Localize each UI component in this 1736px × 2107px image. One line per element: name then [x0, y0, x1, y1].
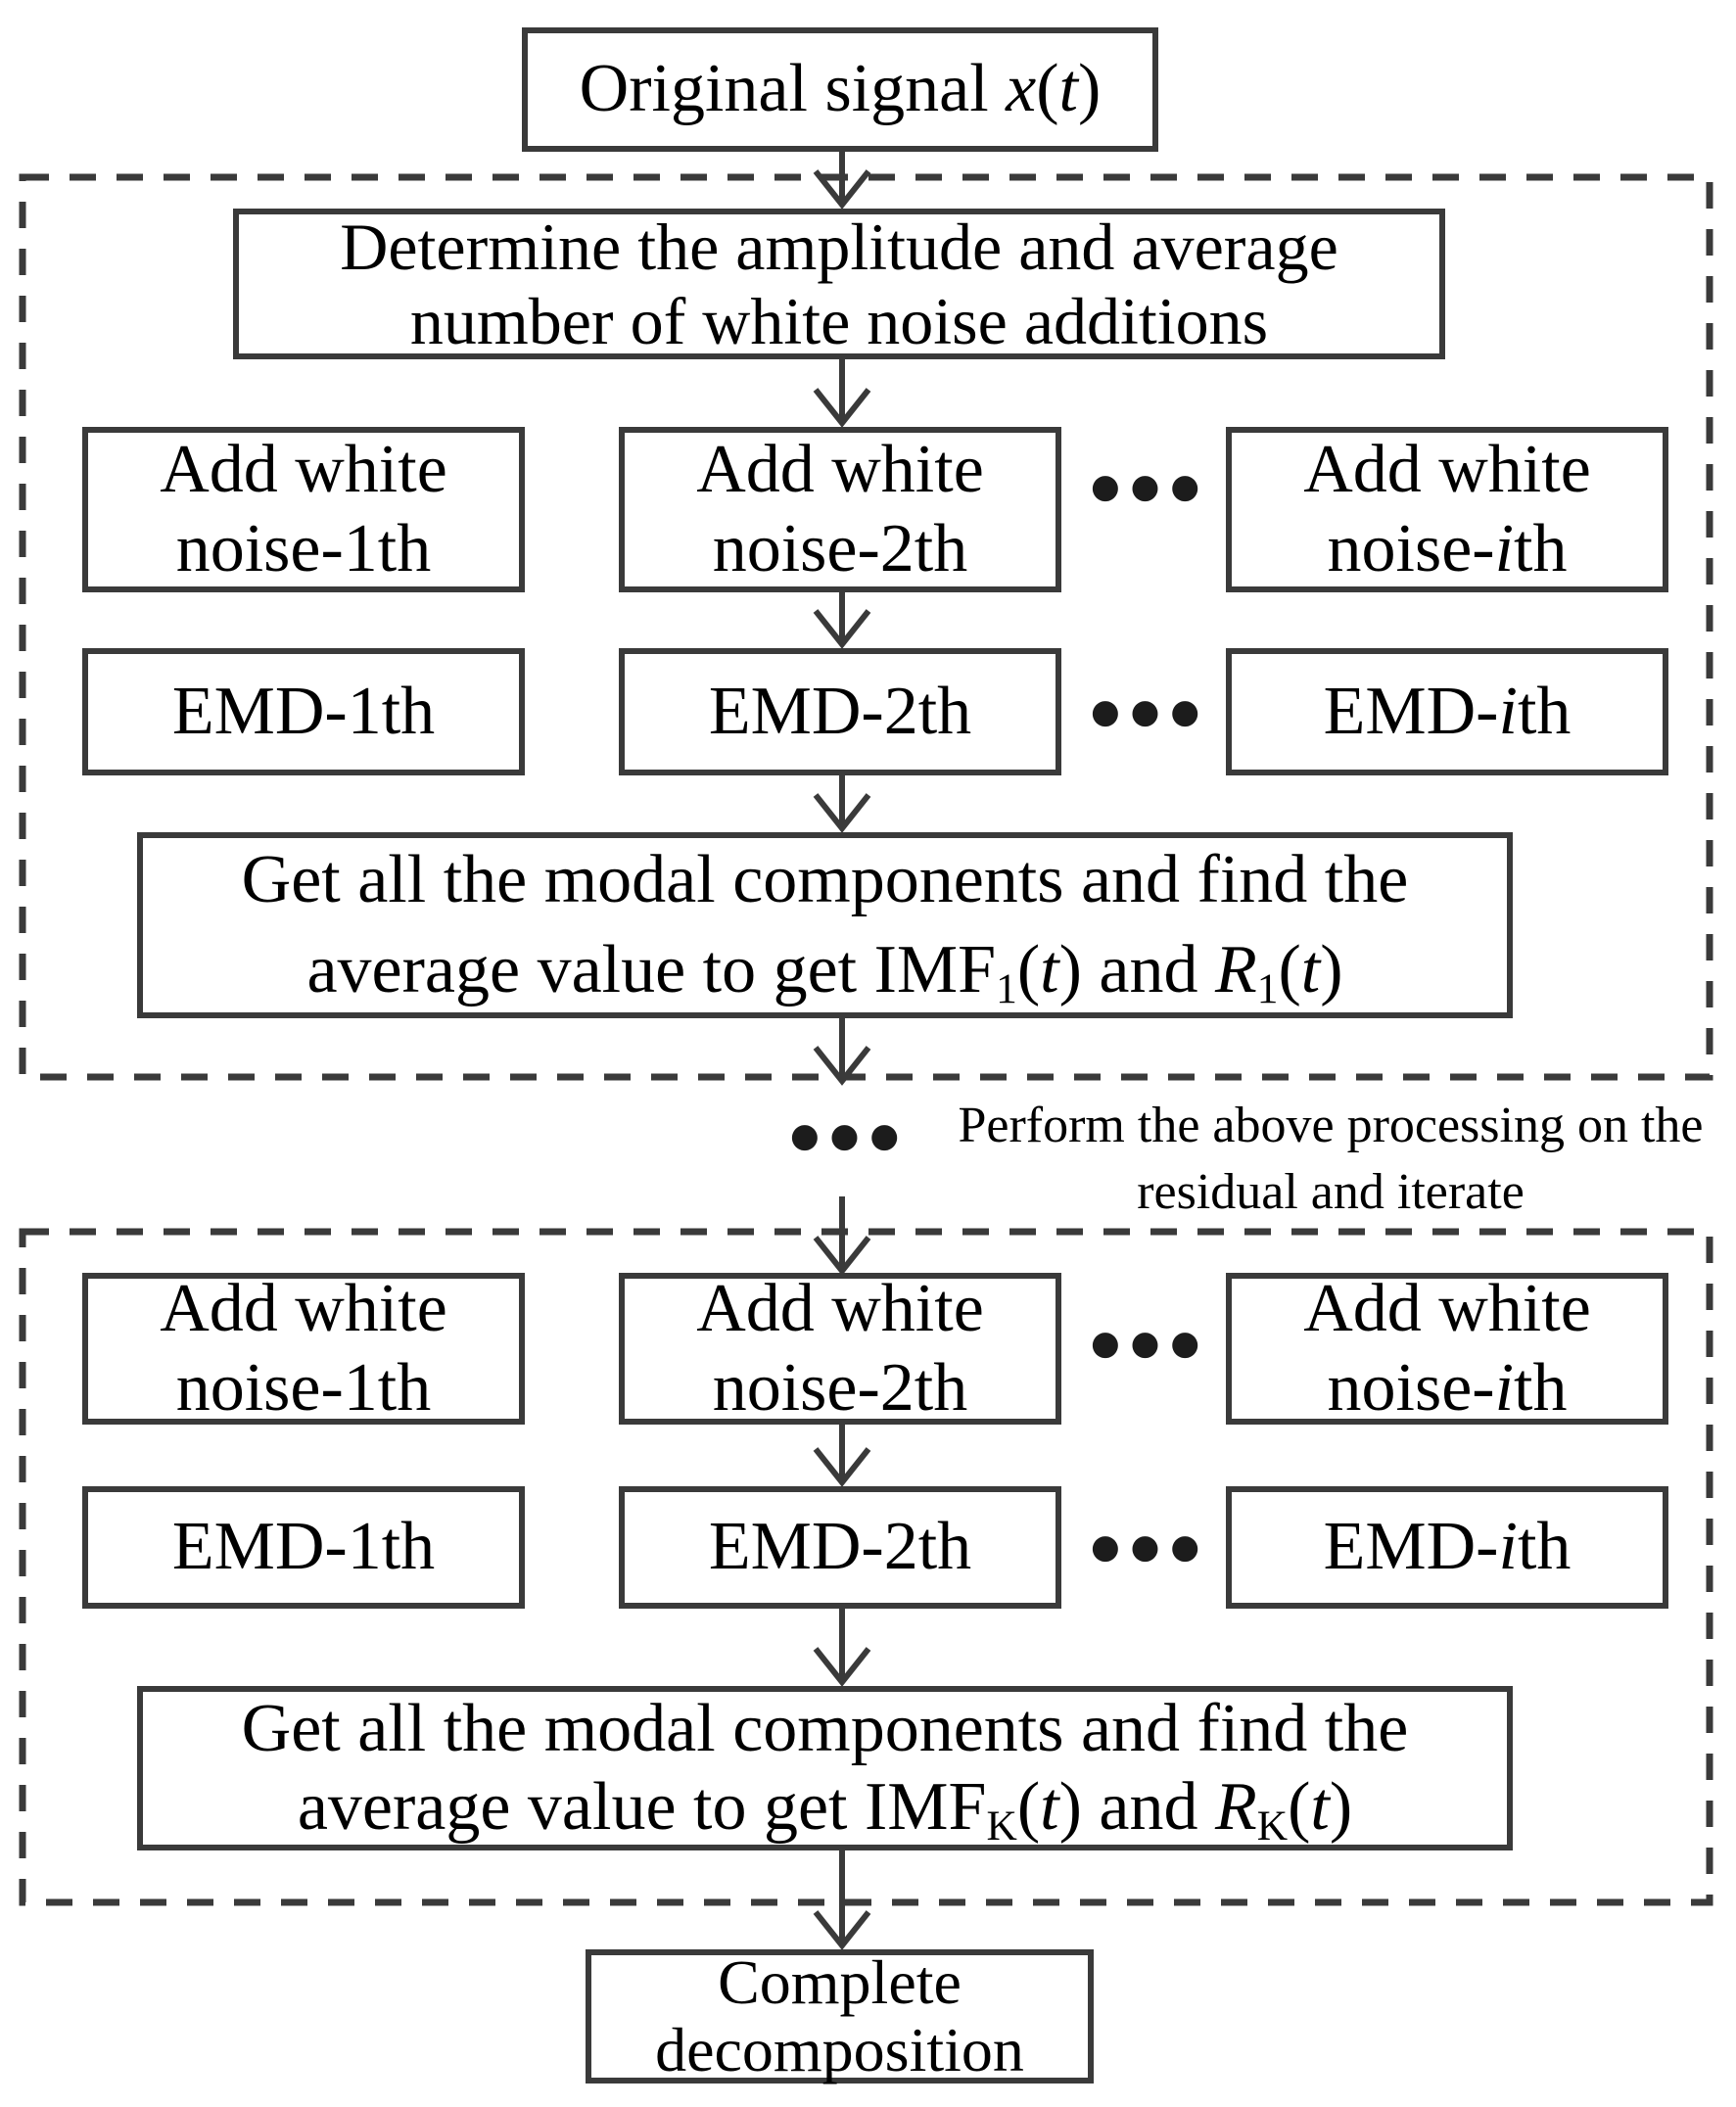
stage2-emd-i-box: EMD-ith — [1226, 1486, 1668, 1609]
arrow-into-stage2 — [813, 1196, 871, 1276]
arrow-emd-to-result-1 — [813, 775, 871, 833]
label-part: th — [1517, 673, 1572, 749]
iterate-note-line2: residual and iterate — [1137, 1163, 1525, 1220]
and-word: and — [1081, 1769, 1215, 1845]
paren: ) — [1058, 1769, 1082, 1845]
label-line: Add white — [160, 1271, 447, 1346]
label-part: th — [1517, 1509, 1572, 1585]
arrow-emd-to-result-2 — [813, 1609, 871, 1687]
original-signal-box: Original signal x(t) — [522, 27, 1158, 152]
label-line: Add white — [696, 1271, 984, 1346]
stage1-add-noise-2-box: Add white noise-2th — [619, 427, 1061, 592]
var-r: R — [1214, 932, 1257, 1007]
iterate-note-line1: Perform the above processing on the — [958, 1098, 1704, 1153]
paren: ) — [1320, 932, 1343, 1007]
paren: ( — [1016, 1769, 1041, 1845]
imf-subscript: K — [986, 1802, 1017, 1849]
stage2-add-noise-i-box: Add white noise-ith — [1226, 1271, 1668, 1426]
ellipsis-icon: ●●● — [1090, 1324, 1211, 1363]
var-i: i — [1498, 673, 1518, 749]
paren: ( — [1036, 51, 1059, 127]
imf-subscript: 1 — [996, 964, 1017, 1012]
paren: ( — [1016, 932, 1041, 1007]
ellipsis-icon: ●●● — [1090, 1527, 1211, 1567]
end-line1: Complete — [718, 1947, 962, 2018]
arrow-result2-to-end — [813, 1850, 871, 1950]
label-part: th — [1514, 510, 1568, 586]
stage2-dashed-container — [19, 1228, 1713, 1906]
arrow-noise-to-emd-1 — [813, 592, 871, 649]
label-part: noise- — [1327, 1349, 1495, 1426]
arrow-result1-out — [813, 1018, 871, 1086]
paren: ) — [1329, 1769, 1353, 1845]
var-r: R — [1214, 1769, 1257, 1845]
r-subscript: K — [1256, 1802, 1289, 1849]
label-line: EMD-2th — [708, 1509, 972, 1585]
stage2-emd-1-box: EMD-1th — [82, 1486, 525, 1609]
paren: ) — [1078, 51, 1102, 127]
stage1-add-noise-1-box: Add white noise-1th — [82, 427, 525, 592]
stage2-result-box: Get all the modal components and find th… — [137, 1686, 1513, 1850]
arrow-noise-to-emd-2 — [813, 1425, 871, 1487]
label-part: EMD- — [1323, 673, 1499, 749]
label-line: Add white — [160, 432, 447, 507]
ellipsis-icon: ●●● — [1090, 692, 1211, 731]
var-t: t — [1040, 1769, 1059, 1845]
stage2-emd-2-box: EMD-2th — [619, 1486, 1061, 1609]
determine-line2: number of white noise additions — [409, 284, 1269, 358]
var-t: t — [1310, 1769, 1330, 1845]
paren: ( — [1278, 932, 1301, 1007]
label-part: EMD- — [1323, 1509, 1499, 1585]
label-line: Add white — [696, 432, 984, 507]
stage1-add-noise-i-box: Add white noise-ith — [1226, 427, 1668, 592]
stage1-emd-1-box: EMD-1th — [82, 648, 525, 775]
var-t: t — [1058, 51, 1078, 127]
and-word: and — [1081, 932, 1215, 1007]
var-t: t — [1300, 932, 1321, 1007]
arrow-determine-to-noise — [813, 359, 871, 428]
ellipsis-icon: ●●● — [1090, 467, 1211, 506]
original-signal-label: Original signal — [579, 51, 1007, 127]
iterate-note: Perform the above processing on the resi… — [915, 1093, 1736, 1225]
var-i: i — [1494, 1349, 1515, 1426]
label-line: Add white — [1303, 432, 1591, 507]
var-t: t — [1040, 932, 1059, 1007]
r-subscript: 1 — [1256, 964, 1279, 1012]
determine-noise-box: Determine the amplitude and average numb… — [233, 209, 1445, 359]
stage2-add-noise-1-box: Add white noise-1th — [82, 1271, 525, 1426]
stage1-dashed-container — [19, 173, 1713, 1081]
determine-line1: Determine the amplitude and average — [340, 209, 1338, 284]
label-line: noise-2th — [712, 510, 968, 586]
label-line: EMD-2th — [708, 673, 972, 749]
var-i: i — [1498, 1509, 1518, 1585]
stage1-result-box: Get all the modal components and find th… — [137, 832, 1513, 1018]
arrow-start-to-determine — [813, 149, 871, 210]
var-i: i — [1494, 510, 1515, 586]
label-line: Add white — [1303, 1271, 1591, 1346]
var-x: x — [1006, 51, 1037, 127]
result-line1: Get all the modal components and find th… — [241, 841, 1409, 917]
label-line: EMD-1th — [171, 673, 436, 749]
result-prefix: average value to get IMF — [306, 932, 997, 1007]
paren: ) — [1058, 932, 1082, 1007]
paren: ( — [1288, 1769, 1311, 1845]
result-line1: Get all the modal components and find th… — [241, 1690, 1409, 1766]
stage2-add-noise-2-box: Add white noise-2th — [619, 1271, 1061, 1426]
end-line2: decomposition — [655, 2014, 1024, 2084]
stage1-emd-2-box: EMD-2th — [619, 648, 1061, 775]
ellipsis-icon: ●●● — [789, 1116, 911, 1155]
complete-decomposition-box: Complete decomposition — [586, 1947, 1094, 2084]
label-part: noise- — [1327, 510, 1495, 586]
label-part: th — [1514, 1349, 1568, 1426]
label-line: noise-1th — [175, 510, 432, 586]
label-line: EMD-1th — [171, 1509, 436, 1585]
label-line: noise-2th — [712, 1349, 968, 1426]
label-line: noise-1th — [175, 1349, 432, 1426]
stage1-emd-i-box: EMD-ith — [1226, 648, 1668, 775]
result-prefix: average value to get IMF — [297, 1769, 987, 1845]
